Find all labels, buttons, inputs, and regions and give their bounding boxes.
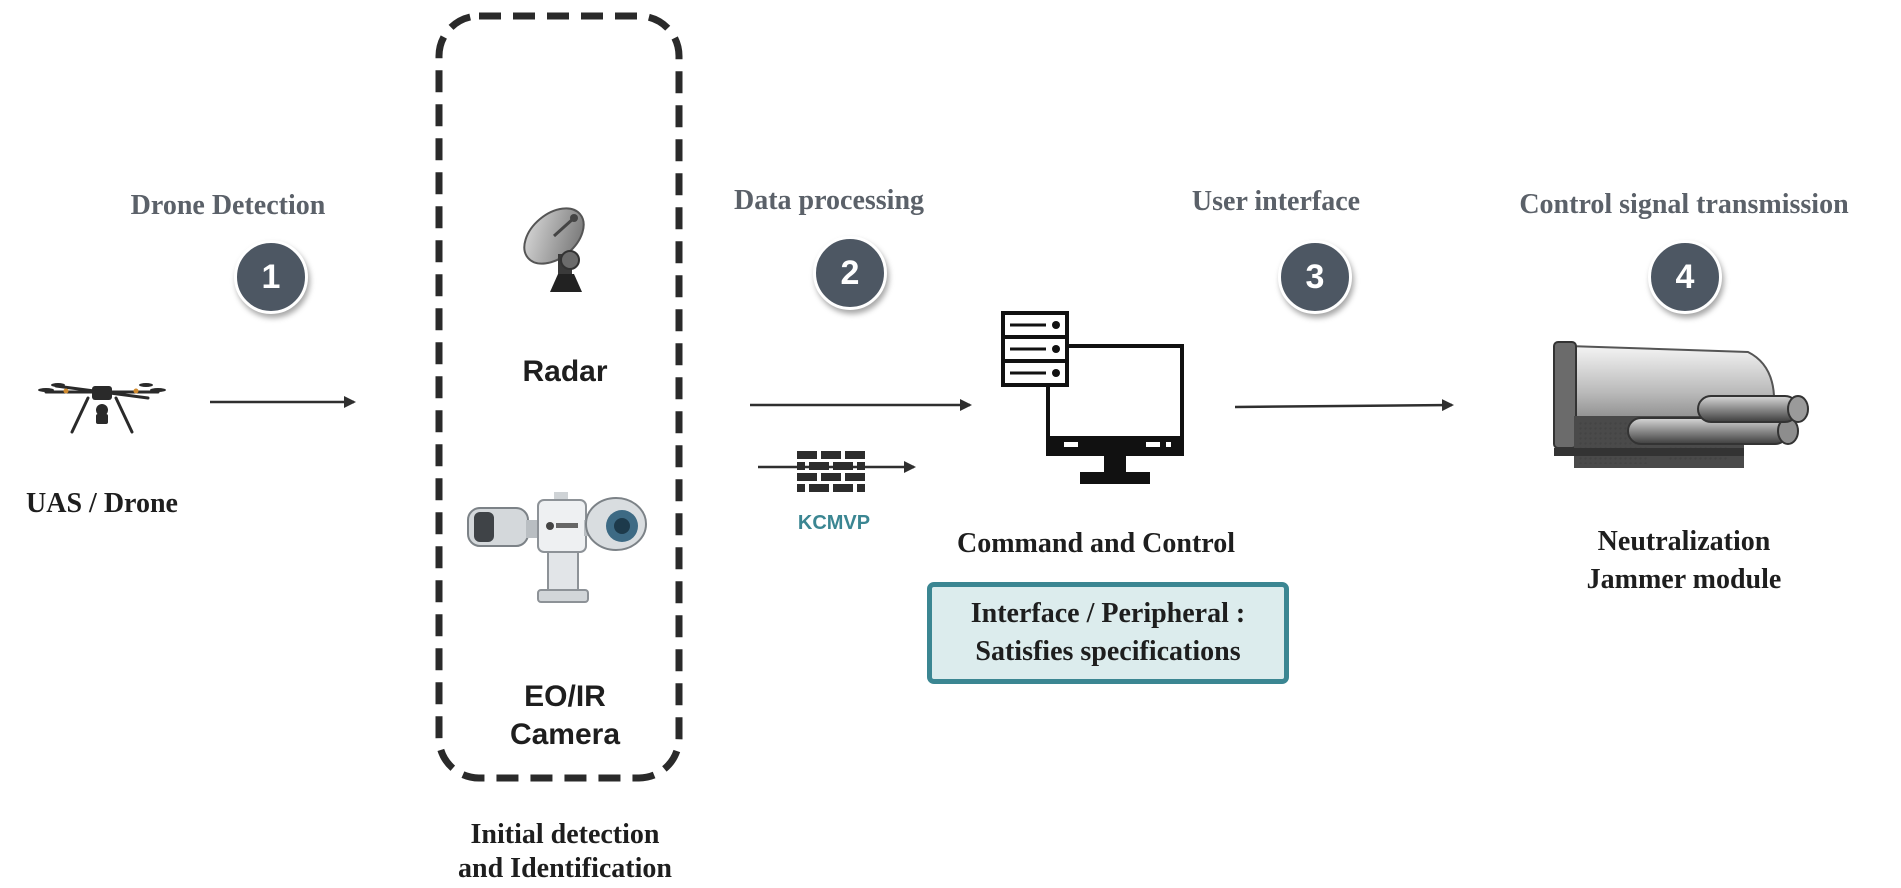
step-3-badge: 3: [1278, 240, 1352, 314]
step-2-title: Data processing: [733, 185, 925, 216]
spec-box-line1: Interface / Peripheral :: [970, 598, 1246, 629]
firewall-icon: [797, 451, 865, 492]
step-1-badge: 1: [234, 240, 308, 314]
drone-label: UAS / Drone: [26, 488, 178, 519]
c2-label: Command and Control: [957, 528, 1235, 559]
sensor-group-dashed-border: [435, 12, 683, 782]
spec-box-line2: Satisfies specifications: [975, 636, 1241, 667]
jammer-module-icon: [1553, 341, 1809, 468]
camera-label-line2: Camera: [509, 718, 621, 751]
step-3-title: User interface: [1191, 186, 1361, 217]
radar-label: Radar: [522, 355, 608, 388]
step-2-badge: 2: [813, 236, 887, 310]
server-monitor-icon: [1001, 311, 1184, 484]
camera-label-line1: EO/IR: [524, 680, 606, 713]
firewall-label: KCMVP: [797, 512, 871, 534]
sensor-group-caption-line2: and Identification: [458, 853, 672, 884]
drone-icon: [38, 383, 166, 434]
jammer-label-line2: Jammer module: [1586, 564, 1782, 595]
jammer-label-line1: Neutralization: [1597, 526, 1771, 557]
sensor-group-caption-line1: Initial detection: [470, 819, 660, 850]
interface-spec-box: Interface / Peripheral : Satisfies speci…: [927, 582, 1289, 684]
radar-dish-icon: [523, 207, 585, 292]
step-4-badge: 4: [1648, 240, 1722, 314]
step-1-title: Drone Detection: [130, 190, 326, 221]
eo-ir-camera-icon: [467, 492, 647, 603]
step-4-title: Control signal transmission: [1519, 189, 1849, 220]
arrow-c2-to-jammer: [1234, 399, 1454, 412]
